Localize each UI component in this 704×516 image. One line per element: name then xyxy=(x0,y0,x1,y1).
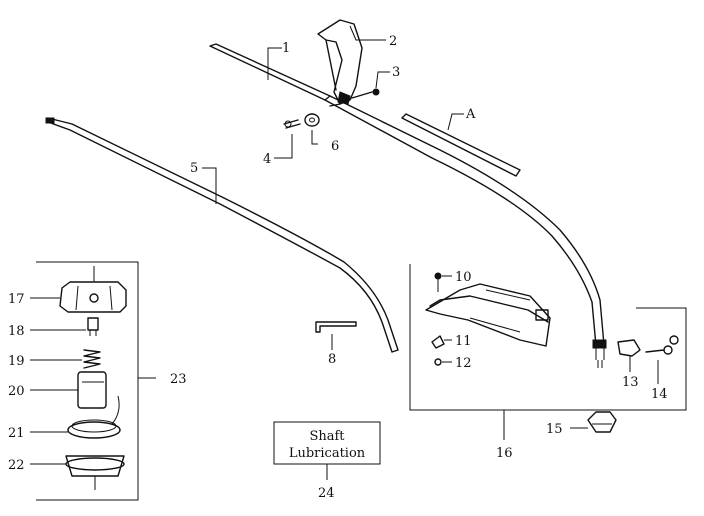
bracket-assembly-part-16 xyxy=(425,272,551,366)
upper-shaft-part xyxy=(209,43,607,368)
label-2: 2 xyxy=(389,34,397,49)
drive-cable-part-5 xyxy=(45,117,399,353)
label-8: 8 xyxy=(328,352,336,367)
hex-key-part-8 xyxy=(315,321,357,333)
label-14: 14 xyxy=(651,387,668,402)
eyelet-part-18 xyxy=(87,317,99,336)
label-16: 16 xyxy=(496,446,513,461)
clamp-part-13 xyxy=(617,339,641,357)
label-13: 13 xyxy=(622,375,639,390)
screw-part-3 xyxy=(351,88,380,99)
pin-part-4 xyxy=(283,119,301,129)
lubrication-line-2: Lubrication xyxy=(289,446,366,461)
housing-part-22 xyxy=(65,455,125,490)
cap-part-17 xyxy=(59,281,127,313)
group-bracket-16 xyxy=(409,264,687,411)
leader-lines xyxy=(30,25,659,465)
label-21: 21 xyxy=(8,426,25,441)
label-5: 5 xyxy=(190,161,198,176)
spring-part-19 xyxy=(83,349,101,369)
sleeve-part-a xyxy=(401,113,521,177)
label-12: 12 xyxy=(455,356,472,371)
washer-part-6 xyxy=(304,113,320,127)
nut-part-15 xyxy=(587,411,617,433)
trimmer-head-group xyxy=(59,281,127,490)
label-19: 19 xyxy=(8,354,25,369)
lubrication-line-1: Shaft xyxy=(309,429,345,444)
handle-part xyxy=(317,19,363,107)
label-17: 17 xyxy=(8,292,25,307)
label-a: A xyxy=(465,107,476,122)
bolt-part-14 xyxy=(645,335,679,355)
label-20: 20 xyxy=(8,384,25,399)
label-23: 23 xyxy=(170,372,187,387)
part-labels: 1 2 3 4 6 5 A 8 10 11 12 13 14 15 16 17 … xyxy=(8,34,668,501)
label-1: 1 xyxy=(282,41,290,56)
label-3: 3 xyxy=(392,65,400,80)
label-22: 22 xyxy=(8,458,25,473)
label-4: 4 xyxy=(263,152,271,167)
label-24: 24 xyxy=(318,486,335,501)
spool-part-21 xyxy=(67,395,121,439)
label-18: 18 xyxy=(8,324,25,339)
label-15: 15 xyxy=(546,422,563,437)
group-bracket-23 xyxy=(36,261,139,501)
label-11: 11 xyxy=(455,334,472,349)
label-6: 6 xyxy=(331,139,339,154)
label-10: 10 xyxy=(455,270,472,285)
spool-hub-part-20 xyxy=(77,371,107,409)
